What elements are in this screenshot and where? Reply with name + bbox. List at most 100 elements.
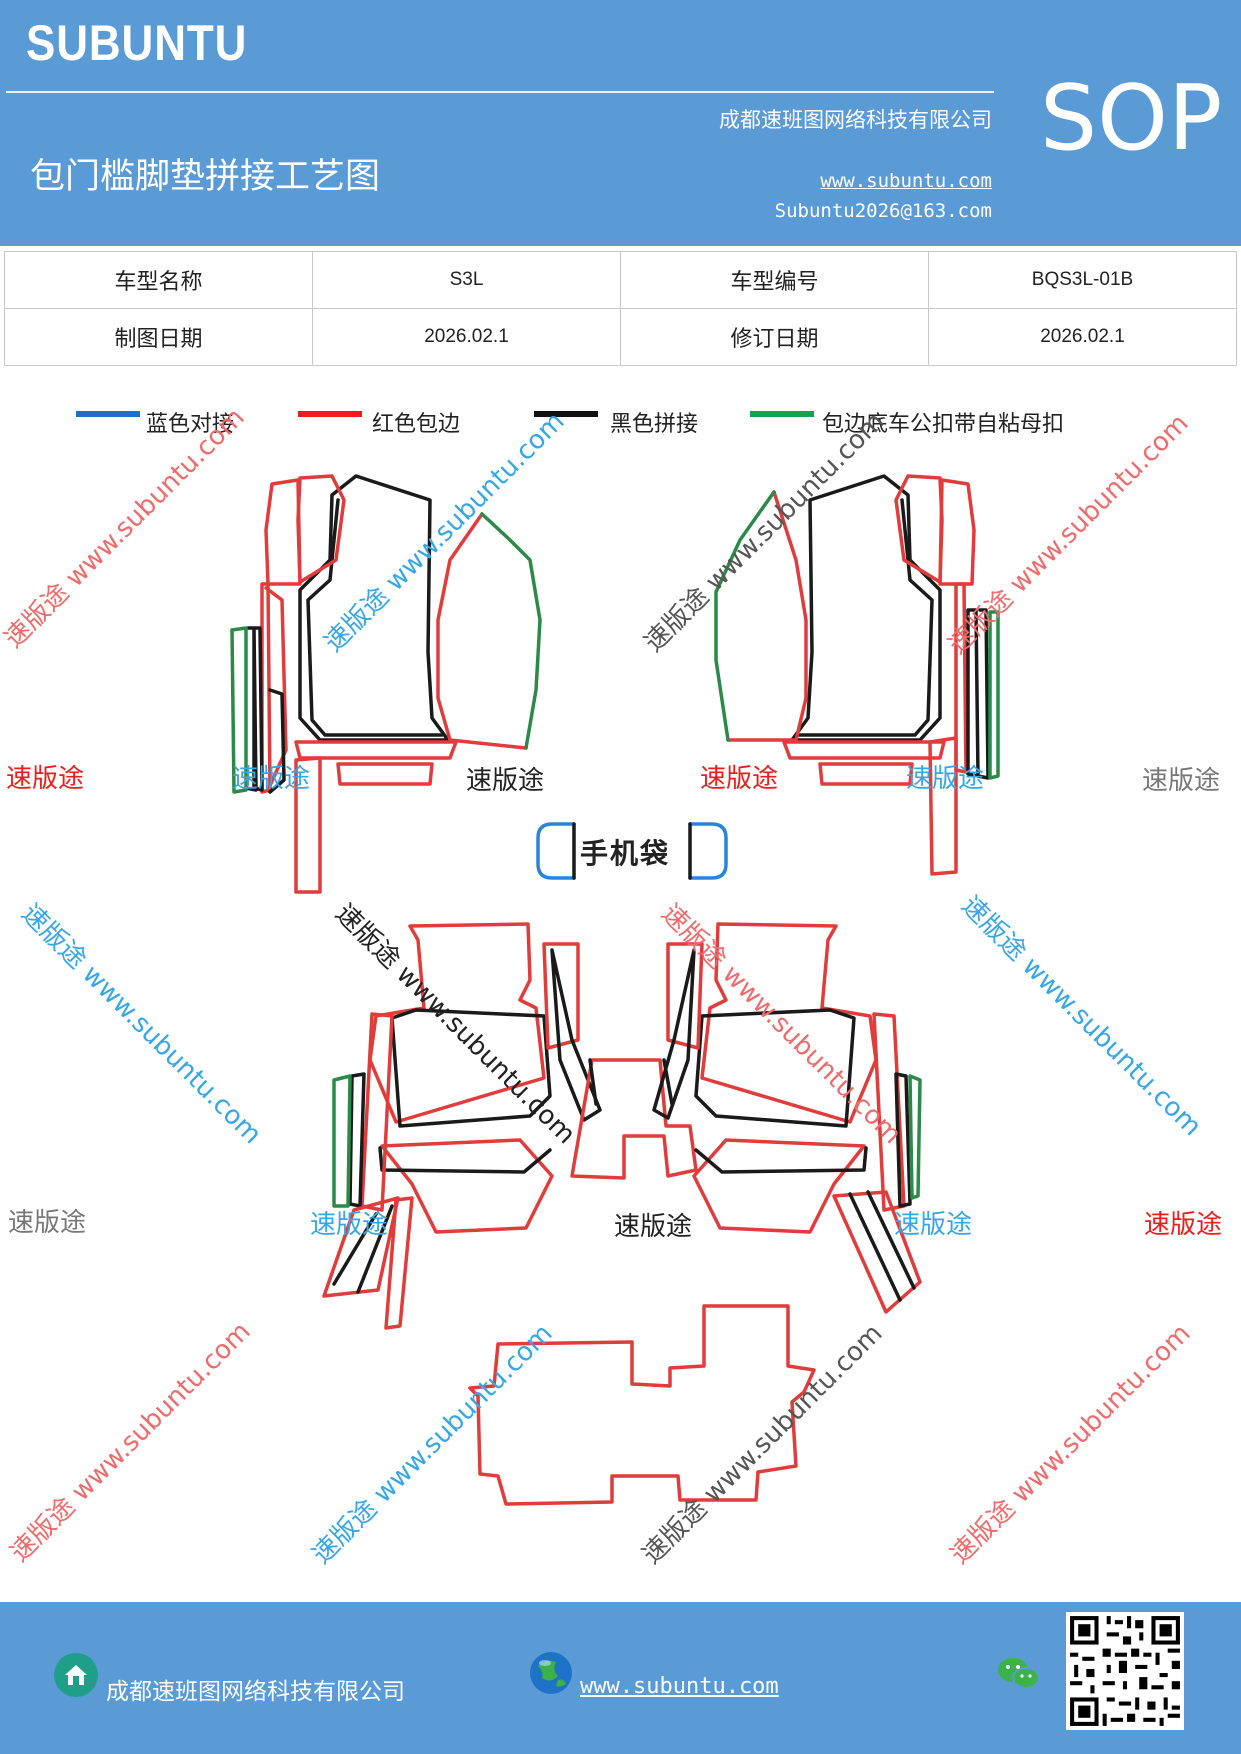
header-divider — [6, 91, 994, 93]
front-left-bottom-tab — [294, 756, 322, 894]
globe-icon — [530, 1652, 572, 1694]
front-left-outer-piece — [264, 478, 302, 586]
header-company: 成都速班图网络科技有限公司 — [719, 108, 992, 132]
rear-right-lower-red — [692, 1138, 866, 1234]
watermark-brand-blue-3: 速版途 — [310, 1210, 389, 1240]
drawing-date-value: 2026.02.1 — [312, 308, 621, 366]
table-row: 制图日期 2026.02.1 修订日期 2026.02.1 — [4, 308, 1237, 366]
watermark-brand-red-2: 速版途 — [700, 764, 779, 794]
watermark-brand-gray-2: 速版途 — [8, 1208, 87, 1238]
watermark-brand-blue-1: 速版途 — [232, 764, 311, 794]
wechat-icon[interactable] — [996, 1654, 1042, 1694]
rear-left-lower-black — [378, 1146, 552, 1174]
rear-left-lower-red — [380, 1138, 554, 1234]
front-right-inner-seam — [796, 498, 934, 737]
watermark-brand-black-2: 速版途 — [614, 1212, 693, 1242]
footer-banner: 成都速班图网络科技有限公司 www.subuntu.com — [0, 1602, 1241, 1754]
front-left-passenger-shape-red — [436, 512, 528, 750]
rear-right-lower-black — [694, 1146, 868, 1174]
revision-date-value: 2026.02.1 — [928, 308, 1237, 366]
legend-blue-swatch — [76, 411, 140, 417]
legend-red-label: 红色包边 — [372, 412, 461, 437]
front-right-small-bar — [818, 762, 914, 786]
model-code-value: BQS3L-01B — [928, 251, 1237, 309]
rear-right-lower-strip-black — [848, 1190, 916, 1302]
front-right-main-mat — [790, 474, 942, 742]
watermark-brand-black-1: 速版途 — [466, 766, 545, 796]
rear-right-mat-group — [652, 922, 922, 1314]
watermark-brand-red-1: 速版途 — [6, 764, 85, 794]
legend-black-swatch — [534, 411, 598, 417]
model-name-value: S3L — [312, 251, 621, 309]
legend-red-swatch — [298, 411, 362, 417]
rear-right-sill-green — [908, 1074, 922, 1200]
front-left-sill-black — [244, 626, 264, 792]
rear-left-lower-strip-red — [322, 1196, 400, 1298]
sop-badge: SOP — [1040, 66, 1223, 171]
front-right-mat-group — [714, 474, 1000, 876]
header-website-link[interactable]: www.subuntu.com — [820, 170, 992, 192]
rear-right-main-black — [694, 1008, 856, 1128]
rear-left-main-black — [390, 1008, 552, 1128]
rear-left-mat-group — [322, 922, 602, 1330]
front-left-side-red — [264, 586, 288, 792]
rear-right-sill-black — [894, 1072, 912, 1208]
rear-left-sill-black — [348, 1072, 366, 1208]
model-name-label: 车型名称 — [4, 251, 313, 309]
front-left-main-mat — [298, 474, 450, 742]
phone-pocket-right — [688, 822, 728, 880]
rear-right-console-tab — [666, 942, 704, 1050]
watermark-brand-gray-1: 速版途 — [1142, 766, 1221, 796]
rear-center-group — [570, 1058, 698, 1180]
legend-green-swatch — [750, 411, 814, 417]
vehicle-info-table: 车型名称 S3L 车型编号 BQS3L-01B 制图日期 2026.02.1 修… — [4, 251, 1237, 366]
qr-code-image — [1066, 1612, 1184, 1730]
drawing-date-label: 制图日期 — [4, 308, 313, 366]
mat-layout-drawing — [230, 474, 1000, 1506]
front-left-mat-group — [230, 474, 542, 894]
front-left-side-black — [268, 688, 286, 794]
header-banner: SUBUNTU 成都速班图网络科技有限公司 包门槛脚垫拼接工艺图 www.sub… — [0, 0, 1241, 246]
front-left-inner-seam — [306, 498, 444, 737]
front-right-sill-strip — [954, 582, 968, 774]
model-code-label: 车型编号 — [620, 251, 929, 309]
front-left-sill-green — [230, 626, 248, 794]
front-right-passenger-shape-red — [726, 490, 808, 742]
rear-left-outer-red — [360, 1012, 394, 1212]
phone-pocket-label: 手机袋 — [580, 837, 671, 870]
front-right-outer-piece — [938, 478, 976, 586]
rear-left-top-red — [368, 922, 546, 1124]
footer-website-link[interactable]: www.subuntu.com — [580, 1674, 779, 1699]
brand-logo: SUBUNTU — [26, 15, 248, 71]
rear-left-sill-green — [332, 1074, 352, 1208]
rear-left-lower-strip2 — [384, 1196, 414, 1330]
watermark-brand-red-3: 速版途 — [1144, 1210, 1223, 1240]
revision-date-label: 修订日期 — [620, 308, 929, 366]
rear-left-console-tab — [542, 942, 580, 1050]
rear-right-console-black — [652, 948, 696, 1120]
rear-center-tunnel — [570, 1058, 698, 1180]
front-right-bottom-tab — [928, 736, 958, 876]
company-home-icon — [54, 1653, 98, 1697]
table-row: 车型名称 S3L 车型编号 BQS3L-01B — [4, 251, 1237, 309]
legend-black-label: 黑色拼接 — [610, 412, 699, 437]
watermark-brand-blue-2: 速版途 — [906, 764, 985, 794]
front-left-passenger-shape-green — [480, 512, 542, 750]
legend-blue-label: 蓝色对接 — [146, 412, 235, 437]
front-left-small-bar — [336, 762, 434, 786]
front-right-sill-green — [988, 610, 1000, 780]
front-left-footrest — [294, 740, 458, 760]
rear-left-lower-strip-black — [332, 1204, 394, 1294]
phone-pocket-left — [536, 822, 576, 880]
header-email: Subuntu2026@163.com — [774, 200, 992, 222]
phone-pocket-group — [536, 822, 728, 880]
front-right-sill-black — [966, 608, 990, 780]
legend-green-label: 包边底车公扣带自粘母扣 — [822, 412, 1065, 437]
watermark-brand-blue-4: 速版途 — [894, 1210, 973, 1240]
front-right-passenger-shape-green — [714, 490, 776, 742]
rear-left-console-black — [550, 948, 602, 1122]
front-right-footrest — [782, 740, 946, 760]
page-title: 包门槛脚垫拼接工艺图 — [30, 157, 381, 197]
footer-company: 成都速班图网络科技有限公司 — [106, 1679, 405, 1705]
rear-right-top-red — [700, 922, 878, 1124]
